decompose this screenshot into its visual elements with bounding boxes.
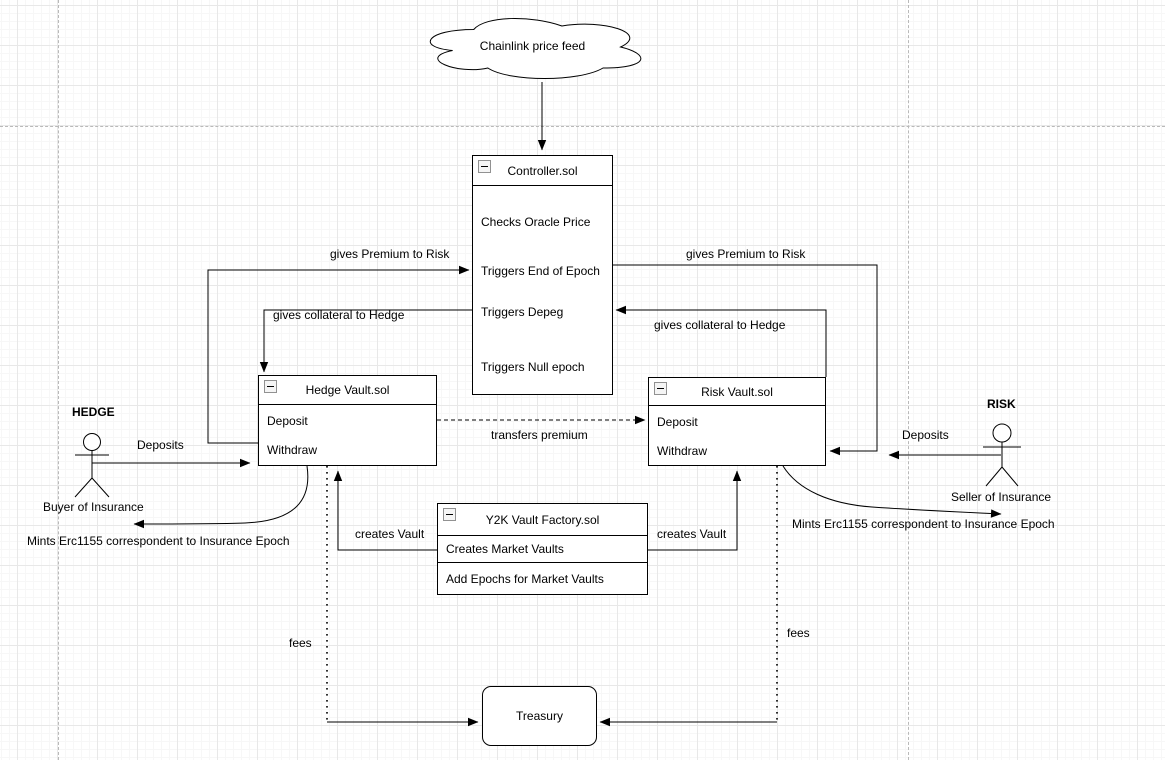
edge-label-gives-collateral-left[interactable]: gives collateral to Hedge [273, 308, 405, 322]
edge-mints-note-right[interactable] [782, 465, 1002, 518]
controller-item[interactable]: Triggers Null epoch [481, 360, 585, 374]
node-treasury[interactable]: Treasury [482, 686, 597, 746]
edge-gives-premium-left[interactable] [207, 265, 470, 444]
edge-creates-vault-left[interactable] [333, 470, 437, 551]
cloud-label: Chainlink price feed [479, 39, 586, 53]
actor-hedge-role[interactable]: Buyer of Insurance [43, 500, 144, 514]
hedge-vault-item[interactable]: Withdraw [267, 443, 318, 457]
node-treasury-title: Treasury [516, 709, 563, 723]
actor-hedge-head [83, 433, 101, 451]
collapse-icon[interactable] [654, 382, 667, 395]
node-risk-vault[interactable]: Risk Vault.sol Deposit Withdraw [648, 377, 826, 466]
edge-label-gives-premium-left[interactable]: gives Premium to Risk [330, 247, 450, 261]
edge-label-creates-vault-left[interactable]: creates Vault [355, 527, 425, 541]
edge-gives-collateral-left[interactable] [259, 309, 472, 373]
edge-label-deposits-left[interactable]: Deposits [137, 438, 184, 452]
actor-risk-name[interactable]: RISK [987, 397, 1016, 411]
edge-label-gives-collateral-right[interactable]: gives collateral to Hedge [654, 318, 786, 332]
collapse-icon[interactable] [478, 160, 491, 173]
node-risk-vault-title: Risk Vault.sol [701, 384, 773, 399]
node-hedge-vault[interactable]: Hedge Vault.sol Deposit Withdraw [258, 375, 437, 466]
edge-gives-premium-right[interactable] [613, 264, 878, 456]
actor-risk-body [983, 442, 1021, 487]
node-hedge-vault-title: Hedge Vault.sol [305, 383, 390, 397]
edge-label-transfers-premium[interactable]: transfers premium [491, 428, 588, 442]
actor-risk-head [992, 423, 1012, 443]
actor-risk-role[interactable]: Seller of Insurance [951, 490, 1052, 504]
edge-mints-note-left[interactable] [133, 465, 309, 529]
page-border-vertical-left [58, 0, 59, 760]
controller-item[interactable]: Triggers Depeg [481, 305, 564, 319]
controller-item[interactable]: Triggers End of Epoch [481, 264, 600, 278]
page-border-vertical-right [908, 0, 909, 760]
hedge-vault-item[interactable]: Deposit [267, 414, 308, 428]
actor-risk-note[interactable]: Mints Erc1155 correspondent to Insurance… [792, 517, 1055, 531]
collapse-icon[interactable] [264, 380, 277, 393]
edge-label-gives-premium-right[interactable]: gives Premium to Risk [686, 247, 806, 261]
actor-risk[interactable] [983, 423, 1021, 487]
vault-factory-item[interactable]: Add Epochs for Market Vaults [438, 562, 647, 594]
edge-creates-vault-right[interactable] [648, 470, 742, 551]
node-controller[interactable]: Controller.sol Checks Oracle Price Trigg… [472, 155, 613, 395]
actor-hedge-note[interactable]: Mints Erc1155 correspondent to Insurance… [27, 534, 290, 548]
controller-item[interactable]: Checks Oracle Price [481, 215, 591, 229]
node-vault-factory-title: Y2K Vault Factory.sol [485, 512, 600, 527]
edge-label-fees-left[interactable]: fees [289, 636, 312, 650]
cloud-shape[interactable] [429, 18, 642, 79]
edge-label-deposits-right[interactable]: Deposits [902, 428, 949, 442]
risk-vault-item[interactable]: Deposit [657, 415, 698, 429]
page-border-horizontal [0, 126, 1165, 127]
collapse-icon[interactable] [443, 508, 456, 521]
actor-hedge-body [74, 450, 110, 498]
actor-hedge[interactable] [74, 433, 110, 498]
edge-gives-collateral-right[interactable] [615, 305, 827, 377]
node-vault-factory[interactable]: Y2K Vault Factory.sol Creates Market Vau… [437, 503, 648, 595]
edge-label-creates-vault-right[interactable]: creates Vault [657, 527, 727, 541]
node-controller-title: Controller.sol [507, 163, 578, 178]
edge-label-fees-right[interactable]: fees [787, 626, 810, 640]
actor-hedge-name[interactable]: HEDGE [72, 405, 115, 419]
vault-factory-item[interactable]: Creates Market Vaults [446, 542, 564, 556]
risk-vault-item[interactable]: Withdraw [657, 444, 708, 458]
